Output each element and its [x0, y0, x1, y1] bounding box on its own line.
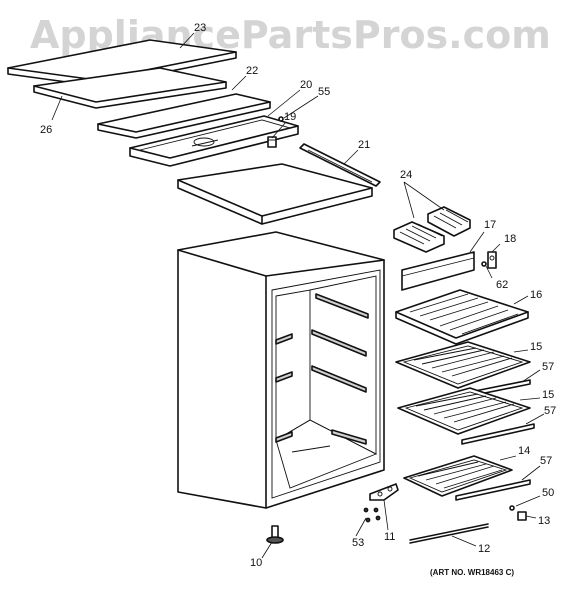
callout-62: 62 [496, 279, 508, 291]
part-62-screw[interactable] [481, 261, 487, 267]
part-16-chiller-tray[interactable] [395, 289, 529, 345]
callout-50: 50 [542, 487, 554, 499]
part-55-screw[interactable] [278, 116, 284, 122]
part-13-leveling-foot[interactable] [517, 511, 527, 521]
part-53-screws[interactable] [363, 507, 381, 523]
part-50-pin[interactable] [509, 505, 515, 511]
lid-panel[interactable] [177, 163, 373, 225]
part-18-control-knob[interactable] [487, 251, 497, 269]
callout-14: 14 [518, 445, 530, 457]
callout-12: 12 [478, 543, 490, 555]
part-12-trim-strip[interactable] [409, 523, 489, 544]
callout-19: 19 [284, 111, 296, 123]
part-57-shelf-rail-lower[interactable] [455, 479, 531, 501]
part-19-bracket[interactable] [267, 136, 277, 148]
part-17-evaporator-cover[interactable] [401, 251, 475, 291]
callout-labels: 23 22 26 20 55 19 21 24 17 18 62 16 15 5… [40, 22, 556, 569]
callout-57-middle: 57 [544, 405, 556, 417]
part-14-shelf-bottom[interactable] [403, 455, 513, 497]
part-26-top-panel[interactable] [33, 67, 227, 109]
part-57-shelf-rail-middle[interactable] [461, 423, 535, 445]
part-11-bottom-hinge[interactable] [369, 483, 399, 501]
part-20-frame[interactable] [129, 115, 299, 167]
callout-16: 16 [530, 289, 542, 301]
callout-20: 20 [300, 79, 312, 91]
callout-13: 13 [538, 515, 550, 527]
callout-26: 26 [40, 124, 52, 136]
callout-10: 10 [250, 557, 262, 569]
part-22-shelf-panel[interactable] [97, 93, 271, 139]
callout-21: 21 [358, 139, 370, 151]
callout-53: 53 [352, 537, 364, 549]
callout-18: 18 [504, 233, 516, 245]
callout-57-upper: 57 [542, 361, 554, 373]
part-21-hinge-rail[interactable] [299, 143, 381, 187]
cabinet[interactable] [177, 231, 385, 509]
callout-15-lower: 15 [542, 389, 554, 401]
part-10-leveling-leg[interactable] [266, 525, 284, 544]
callout-11: 11 [384, 531, 395, 543]
part-15-shelf-lower[interactable] [397, 387, 531, 435]
callout-15-upper: 15 [530, 341, 542, 353]
callout-23: 23 [194, 22, 206, 34]
callout-57-lower: 57 [540, 455, 552, 467]
part-15-shelf-upper[interactable] [395, 341, 531, 389]
callout-24: 24 [400, 169, 412, 181]
callout-17: 17 [484, 219, 496, 231]
leader-lines [51, 32, 545, 559]
callout-22: 22 [246, 65, 258, 77]
callout-55: 55 [318, 86, 330, 98]
art-number: (ART NO. WR18463 C) [430, 568, 514, 577]
part-24-ice-trays[interactable] [393, 206, 471, 253]
